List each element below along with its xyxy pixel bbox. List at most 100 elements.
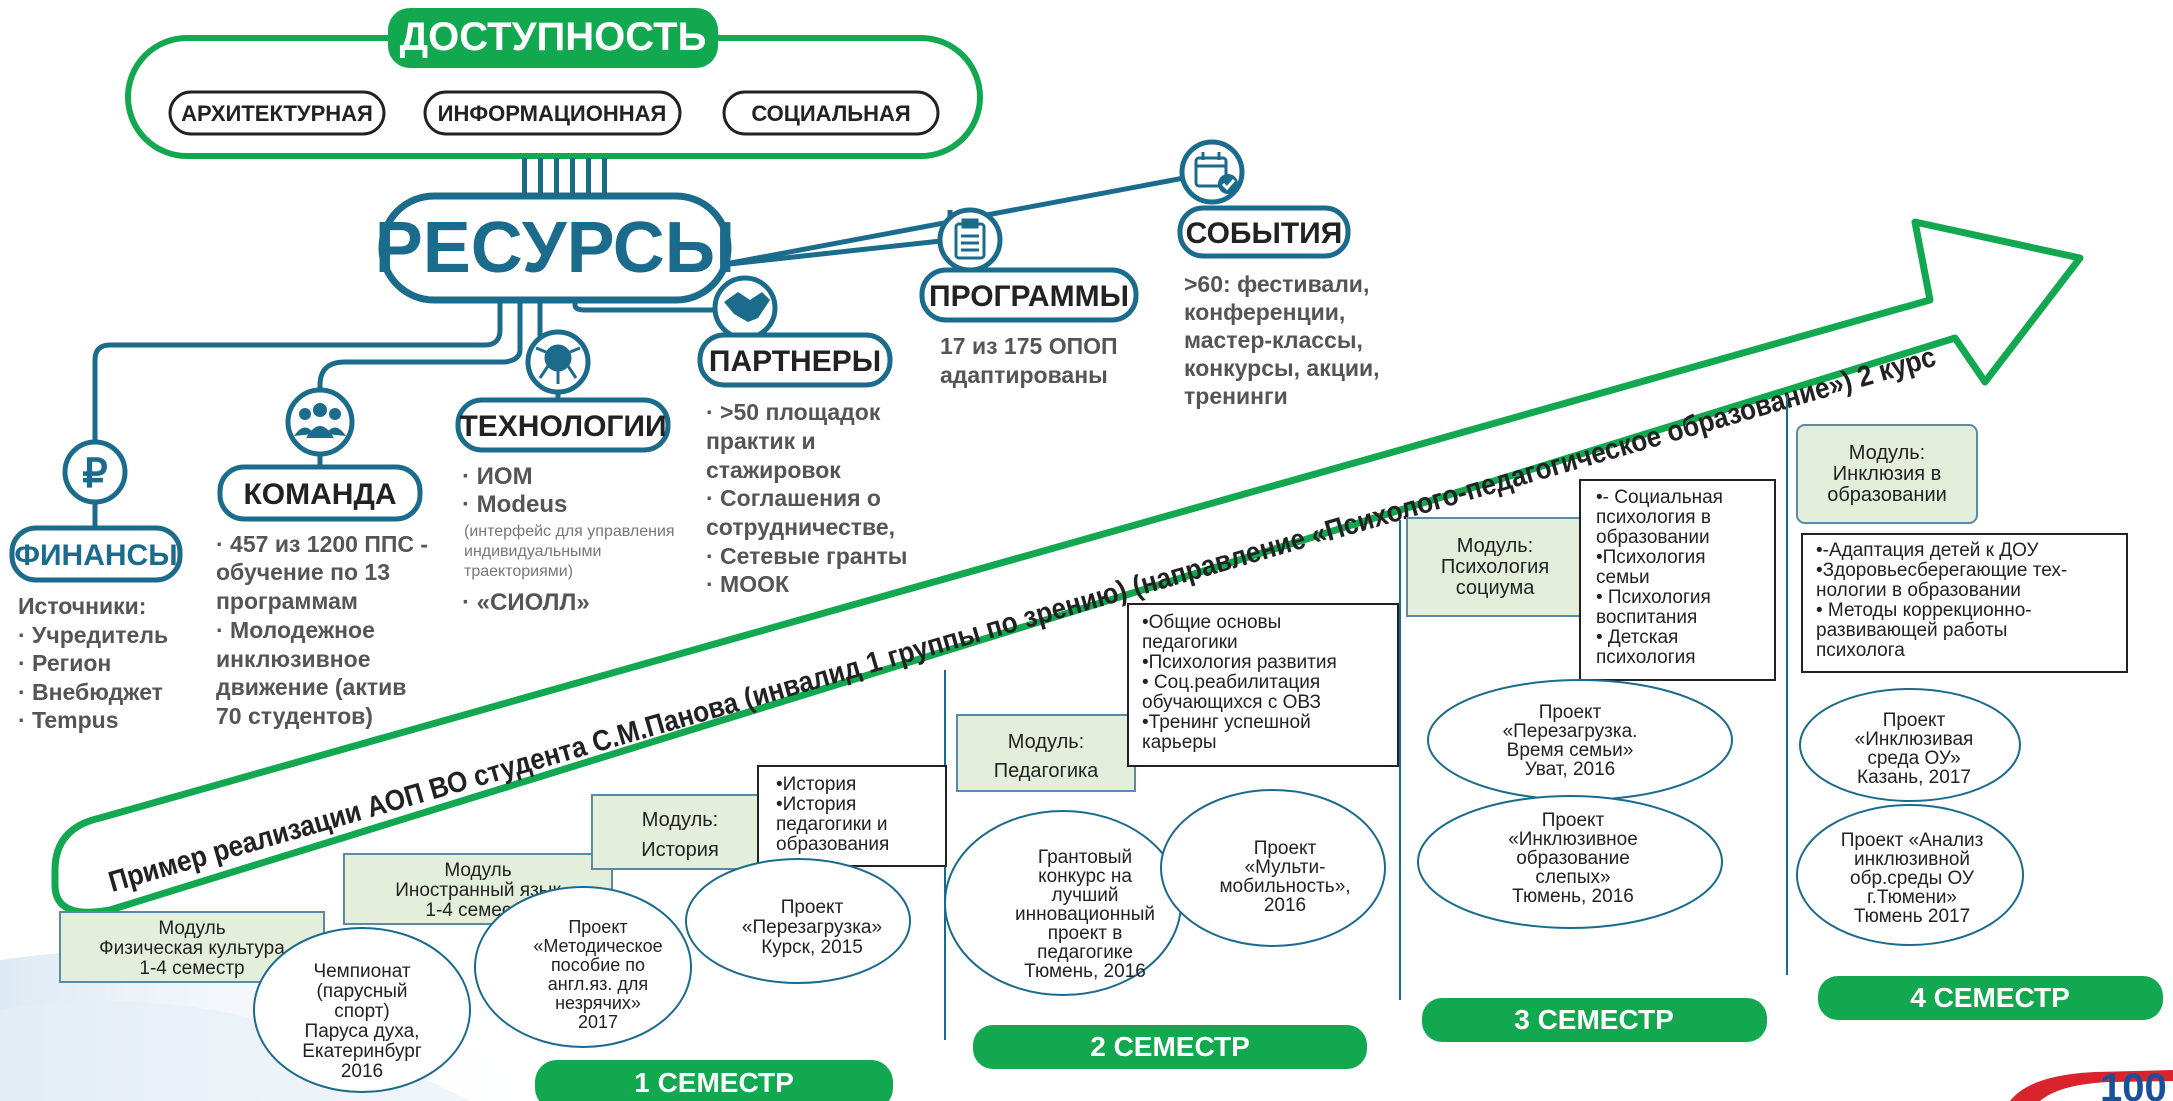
partners-line-1: практик и bbox=[706, 428, 816, 454]
access-pill-informational bbox=[423, 90, 682, 136]
module-0-line-0: Модуль bbox=[158, 918, 225, 939]
topic-3-line-5: психолога bbox=[1816, 640, 1905, 661]
project-7-line-1: «Инклюзивая bbox=[1855, 729, 1974, 750]
checkmark-icon bbox=[1221, 179, 1236, 191]
project-4-line-3: 2016 bbox=[1264, 895, 1306, 916]
module-1-line-0: Модуль bbox=[444, 860, 511, 881]
project-6-line-2: образование bbox=[1516, 848, 1630, 869]
project-5-line-1: «Перезагрузка. bbox=[1503, 721, 1638, 742]
topic-1-line-6: карьеры bbox=[1142, 732, 1217, 753]
partners-line-3: · Соглашения о bbox=[706, 485, 881, 511]
module-box-0: Модуль Физическая культура 1-4 семестр bbox=[59, 911, 325, 983]
topic-2-line-7: • Детская bbox=[1596, 627, 1678, 648]
programs-block: ПРОГРАММЫ 17 из 175 ОПОП адаптированы bbox=[919, 207, 1139, 388]
project-6-line-1: «Инклюзивное bbox=[1508, 829, 1638, 850]
project-1-line-0: Проект bbox=[568, 917, 627, 937]
module-4-line-0: Модуль: bbox=[1457, 535, 1533, 557]
module-0-line-1: Физическая культура bbox=[99, 938, 285, 959]
project-1-line-1: «Методическое bbox=[533, 936, 662, 956]
events-line-0: >60: фестивали, bbox=[1184, 271, 1369, 297]
access-pill-social bbox=[722, 90, 940, 136]
circuit-icon-glyph bbox=[535, 344, 581, 384]
topic-box-1: •Общие основы педагогики •Психология раз… bbox=[1127, 603, 1399, 767]
topic-1-line-4: обучающихся с ОВЗ bbox=[1142, 692, 1321, 713]
project-1-line-2: пособие по bbox=[551, 955, 645, 975]
module-5-line-2: образовании bbox=[1827, 484, 1947, 506]
project-5-line-0: Проект bbox=[1539, 702, 1602, 723]
project-ellipse-3: Грантовый конкурс на лучший инновационны… bbox=[944, 810, 1182, 996]
topic-1-line-2: •Психология развития bbox=[1142, 652, 1337, 673]
finance-line-2: · Регион bbox=[18, 650, 111, 676]
topic-2-line-8: психология bbox=[1596, 647, 1696, 668]
topic-3-line-1: •Здоровьесберегающие тех- bbox=[1816, 560, 2067, 581]
programs-title: ПРОГРАММЫ bbox=[929, 280, 1129, 313]
module-5-line-0: Модуль: bbox=[1849, 442, 1925, 464]
semester-bar-3: 3 СЕМЕСТР bbox=[1422, 998, 1767, 1042]
corner-logo-text: 100 bbox=[2100, 1066, 2167, 1101]
project-ellipse-8: Проект «Анализ инклюзивной обр.среды ОУ … bbox=[1796, 804, 2024, 946]
topic-1-line-1: педагогики bbox=[1142, 632, 1238, 653]
project-7-line-2: среда ОУ» bbox=[1867, 748, 1960, 769]
project-ellipse-7: Проект «Инклюзивая среда ОУ» Казань, 201… bbox=[1799, 688, 2021, 802]
programs-title-box bbox=[919, 267, 1139, 323]
semester-4-label: 4 СЕМЕСТР bbox=[1910, 982, 2070, 1013]
clipboard-icon-glyph bbox=[954, 218, 986, 260]
project-ellipse-4: Проект «Мульти- мобильность», 2016 bbox=[1160, 789, 1386, 947]
module-4-line-2: социума bbox=[1456, 577, 1536, 599]
tech-title: ТЕХНОЛОГИИ bbox=[459, 410, 666, 443]
progress-arrow bbox=[51, 218, 2084, 916]
team-title-box bbox=[217, 464, 423, 522]
module-3-line-1: Педагогика bbox=[994, 760, 1099, 782]
semester-bar-2: 2 СЕМЕСТР bbox=[973, 1025, 1367, 1069]
project-1-line-5: 2017 bbox=[578, 1012, 618, 1032]
semester-1-label: 1 СЕМЕСТР bbox=[634, 1067, 794, 1098]
project-6-line-0: Проект bbox=[1542, 810, 1605, 831]
project-ellipse-0: Чемпионат (парусный спорт) Паруса духа, … bbox=[253, 927, 471, 1093]
project-7-line-0: Проект bbox=[1883, 710, 1946, 731]
people-icon bbox=[285, 387, 355, 457]
module-4-line-1: Психология bbox=[1441, 556, 1549, 578]
project-2-line-1: «Перезагрузка» bbox=[742, 917, 882, 938]
project-1-line-3: англ.яз. для bbox=[548, 974, 648, 994]
tech-line-last: · «СИОЛЛ» bbox=[462, 589, 590, 616]
team-title: КОМАНДА bbox=[243, 478, 396, 511]
project-3-line-6: Тюмень, 2016 bbox=[1024, 961, 1146, 982]
partners-line-4: сотрудничестве, bbox=[706, 514, 895, 540]
team-line-2: программам bbox=[216, 588, 358, 614]
topic-2-line-5: • Психология bbox=[1596, 587, 1711, 608]
calendar-icon-glyph bbox=[1194, 152, 1228, 188]
team-line-5: движение (актив bbox=[216, 674, 406, 700]
project-4-line-2: мобильность», bbox=[1219, 876, 1350, 897]
finance-line-3: · Внебюджет bbox=[18, 679, 163, 705]
team-line-3: · Молодежное bbox=[216, 617, 375, 643]
team-block: КОМАНДА · 457 из 1200 ППС - обучение по … bbox=[216, 387, 428, 729]
partners-line-6: · МООК bbox=[706, 571, 790, 597]
project-8-line-2: обр.среды ОУ bbox=[1850, 868, 1975, 889]
partners-block: ПАРТНЕРЫ · >50 площадок практик и стажир… bbox=[697, 275, 907, 597]
project-ellipse-5: Проект «Перезагрузка. Время семьи» Уват,… bbox=[1427, 679, 1733, 801]
resources-title: РЕСУРСЫ bbox=[375, 208, 736, 288]
project-1-line-4: незрячих» bbox=[555, 993, 641, 1013]
tech-title-box bbox=[455, 397, 671, 453]
tech-line-0: · ИОМ bbox=[462, 463, 533, 490]
tech-line-1: · Modeus bbox=[462, 491, 567, 518]
calendar-icon bbox=[1179, 139, 1245, 205]
checkmark-badge-icon bbox=[1218, 174, 1238, 194]
ruble-icon-glyph: ₽ bbox=[82, 452, 107, 496]
access-item-social: СОЦИАЛЬНАЯ bbox=[751, 101, 910, 126]
module-1-line-1: Иностранный язык bbox=[395, 880, 561, 901]
topic-box-0: •История •История педагогики и образован… bbox=[757, 765, 947, 867]
team-line-1: обучение по 13 bbox=[216, 559, 390, 585]
topic-2-line-1: психология в bbox=[1596, 507, 1711, 528]
events-title: СОБЫТИЯ bbox=[1186, 217, 1343, 250]
events-title-box bbox=[1177, 205, 1351, 259]
topic-0-line-3: образования bbox=[776, 834, 889, 855]
project-ellipse-1: Проект «Методическое пособие по англ.яз.… bbox=[474, 886, 692, 1048]
events-line-3: конкурсы, акции, bbox=[1184, 355, 1380, 381]
module-box-3: Модуль: Педагогика bbox=[956, 714, 1136, 792]
project-0-line-1: (парусный bbox=[316, 981, 407, 1002]
finance-line-1: · Учредитель bbox=[18, 622, 168, 648]
module-box-5: Модуль: Инклюзия в образовании bbox=[1796, 424, 1978, 524]
access-block: ДОСТУПНОСТЬ АРХИТЕКТУРНАЯ ИНФОРМАЦИОННАЯ… bbox=[125, 8, 983, 159]
